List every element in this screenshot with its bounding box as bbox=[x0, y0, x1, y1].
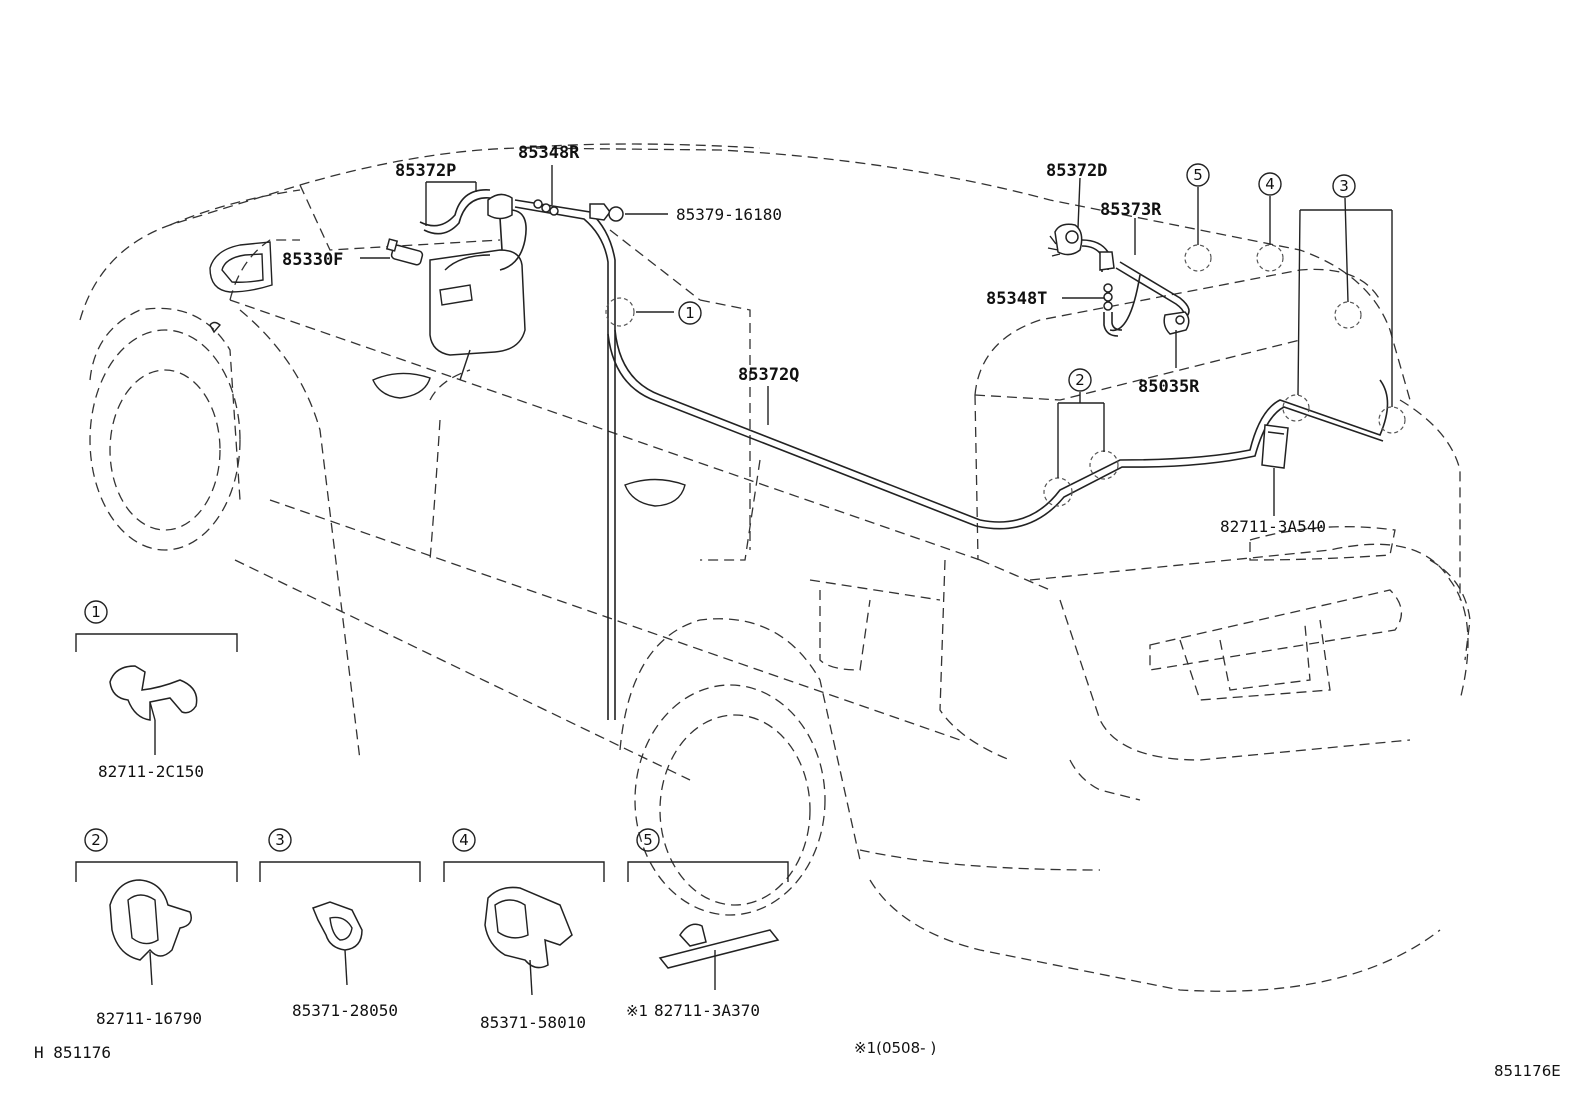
leader-lines bbox=[360, 165, 1393, 516]
callout-1: 1 bbox=[678, 301, 702, 325]
label-85348T: 85348T bbox=[986, 289, 1047, 309]
clip-82711-3A540 bbox=[1261, 424, 1289, 469]
svg-text:3: 3 bbox=[275, 831, 285, 849]
rear-wheel bbox=[619, 618, 861, 916]
legend-5-note-mark: ※1 bbox=[626, 1002, 648, 1020]
figure-code: H 851176 bbox=[34, 1043, 111, 1062]
label-85372Q: 85372Q bbox=[738, 365, 799, 385]
rear-nozzle-85035R bbox=[1163, 311, 1190, 335]
label-85373R: 85373R bbox=[1100, 200, 1162, 220]
legend-3-part: 85371-28050 bbox=[292, 1001, 398, 1020]
callout-3: 3 bbox=[1332, 174, 1356, 198]
label-85348R: 85348R bbox=[518, 143, 580, 163]
front-hoses bbox=[419, 189, 1389, 720]
legend-4: 4 85371-58010 bbox=[443, 828, 605, 1032]
label-85330F: 85330F bbox=[282, 250, 343, 270]
svg-text:5: 5 bbox=[643, 831, 653, 849]
clip-82711-3A370-illustration bbox=[658, 923, 780, 990]
svg-text:1: 1 bbox=[685, 304, 695, 322]
nozzle-85379 bbox=[589, 203, 624, 222]
label-85372P: 85372P bbox=[395, 161, 456, 181]
svg-text:4: 4 bbox=[1265, 175, 1275, 193]
label-82711-3A540: 82711-3A540 bbox=[1220, 517, 1326, 536]
clip-85371-58010-illustration bbox=[484, 886, 573, 996]
vehicle-outline bbox=[79, 143, 1471, 992]
callouts: 1 2 3 4 5 bbox=[678, 163, 1356, 392]
clip-82711-2C150-illustration bbox=[109, 665, 198, 755]
corner-code: 851176E bbox=[1494, 1062, 1561, 1080]
part-labels: 85372P 85348R 85379-16180 85330F 85372D … bbox=[282, 143, 1326, 536]
side-mirror bbox=[209, 241, 273, 293]
washer-tank bbox=[429, 193, 527, 381]
washer-pump bbox=[385, 238, 424, 266]
clip-85371-28050-illustration bbox=[312, 901, 363, 986]
clip-82711-16790-illustration bbox=[109, 879, 192, 986]
legend-1: 1 82711-2C150 bbox=[75, 600, 238, 781]
svg-text:2: 2 bbox=[91, 831, 101, 849]
legend-3: 3 85371-28050 bbox=[259, 828, 421, 1020]
label-85035R: 85035R bbox=[1138, 377, 1200, 397]
door-handles bbox=[209, 321, 686, 507]
callout-4: 4 bbox=[1258, 172, 1282, 196]
svg-text:3: 3 bbox=[1339, 177, 1349, 195]
svg-text:1: 1 bbox=[91, 603, 101, 621]
callout-5: 5 bbox=[1186, 163, 1210, 187]
footnote: ※1(0508- ) bbox=[854, 1039, 936, 1057]
legend-2: 2 82711-16790 bbox=[75, 828, 238, 1028]
legend-5: 5 ※1 82711-3A370 bbox=[626, 828, 789, 1020]
svg-text:5: 5 bbox=[1193, 166, 1203, 184]
rear-nozzle-assembly bbox=[1047, 223, 1115, 272]
svg-text:2: 2 bbox=[1075, 371, 1085, 389]
joint-85348R bbox=[533, 199, 559, 216]
legend-5-part: 82711-3A370 bbox=[654, 1001, 760, 1020]
clip-markers bbox=[605, 244, 1406, 507]
legend-4-part: 85371-58010 bbox=[480, 1013, 586, 1032]
joint-85348T bbox=[1103, 283, 1123, 337]
callout-2: 2 bbox=[1068, 368, 1092, 392]
label-85379-16180: 85379-16180 bbox=[676, 205, 782, 224]
legend-1-part: 82711-2C150 bbox=[98, 762, 204, 781]
front-wheel bbox=[89, 307, 241, 551]
label-85372D: 85372D bbox=[1046, 161, 1107, 181]
svg-text:4: 4 bbox=[459, 831, 469, 849]
legend-2-part: 82711-16790 bbox=[96, 1009, 202, 1028]
